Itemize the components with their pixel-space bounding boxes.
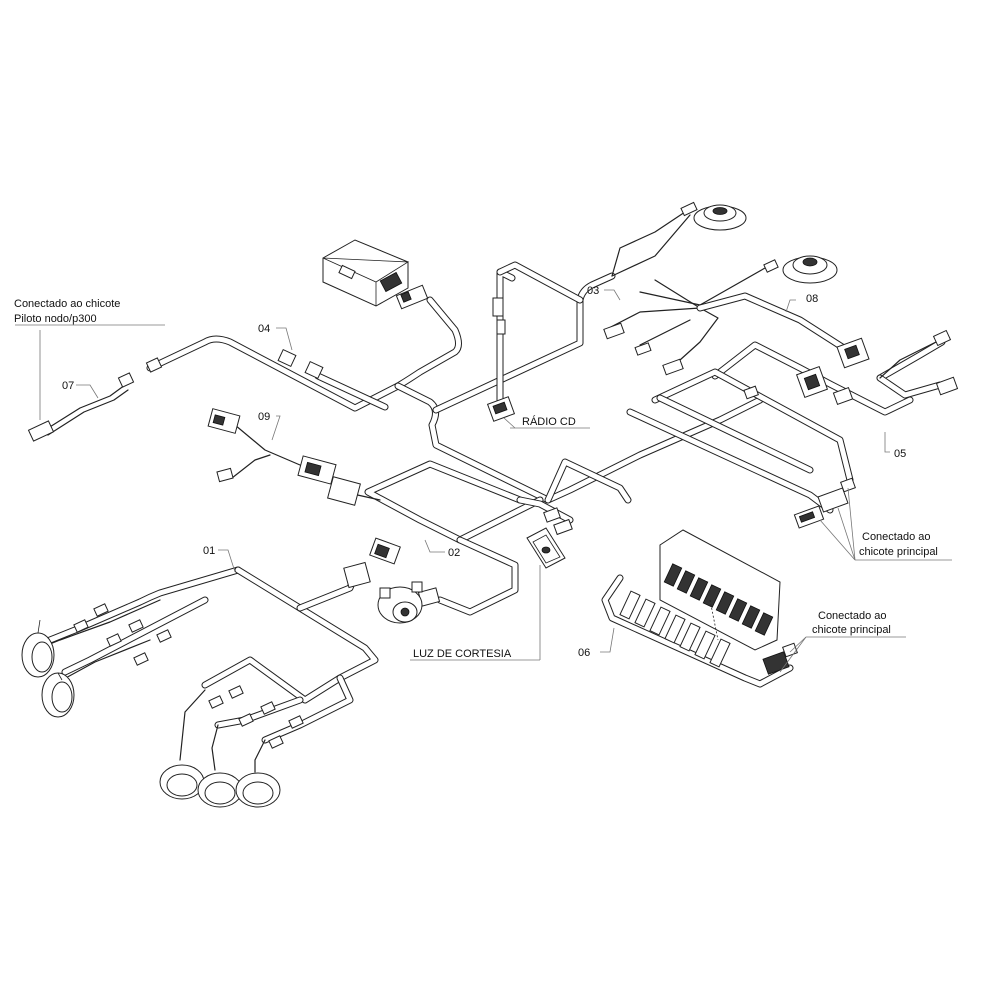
courtesy-light-icon	[526, 527, 566, 569]
callout-04: 04	[258, 323, 270, 335]
module-icon	[322, 239, 410, 307]
callout-07: 07	[62, 380, 74, 392]
note-piloto-line1: Conectado ao chicote	[14, 298, 120, 310]
callout-05: 05	[894, 448, 906, 460]
speaker-icon	[693, 204, 747, 231]
connector-icon	[207, 408, 361, 506]
speaker-icon	[782, 255, 838, 284]
connector-icon	[27, 201, 779, 442]
note-main-a-line2: chicote principal	[859, 546, 938, 558]
note-piloto-line2: Piloto nodo/p300	[14, 313, 97, 325]
lamp-icon	[21, 619, 75, 718]
connector-icon	[793, 477, 856, 529]
connector-icon	[743, 329, 959, 406]
connector-icon	[73, 603, 304, 749]
callout-09: 09	[258, 411, 270, 423]
note-radio-cd: RÁDIO CD	[522, 415, 576, 428]
note-main-b-line1: Conectado ao	[818, 610, 887, 622]
lamp-icon	[159, 764, 281, 808]
ignition-switch-icon	[377, 581, 423, 624]
callout-02: 02	[448, 547, 460, 559]
callout-01: 01	[203, 545, 215, 557]
note-main-a-line1: Conectado ao	[862, 531, 931, 543]
note-main-b-line2: chicote principal	[812, 624, 891, 636]
connector-icon	[395, 284, 429, 310]
callout-03: 03	[587, 285, 599, 297]
leader-lines	[15, 289, 952, 673]
connector-icon	[343, 507, 573, 607]
connector-icon	[486, 396, 516, 422]
switch-panel-icon	[619, 529, 798, 675]
callout-06: 06	[578, 647, 590, 659]
callout-08: 08	[806, 293, 818, 305]
note-luz-de-cortesia: LUZ DE CORTESIA	[413, 648, 512, 660]
